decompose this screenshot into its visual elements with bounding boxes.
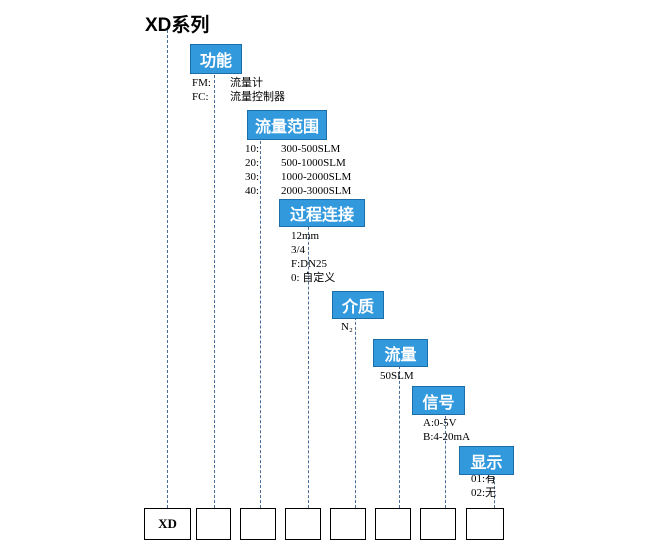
option-code: 10: [245,143,260,155]
option-code: 30: [245,171,260,183]
option-desc: 0: 自定义 [291,272,336,284]
option-row: 3/4 [291,243,335,257]
option-row: F:DN25 [291,257,335,271]
section-header-flow-range: 流量范围 [247,110,327,140]
option-code: 20: [245,157,260,169]
option-row: FC: 流量控制器 [192,90,285,104]
code-box [330,508,366,540]
option-desc: 300-500SLM [281,143,341,155]
section-options-display: 01:有 02:无 [471,472,496,500]
section-options-function: FM: 流量计 FC: 流量控制器 [192,76,285,104]
option-desc: A:0-5V [423,417,457,429]
option-row: 0: 自定义 [291,271,335,285]
option-code: 40: [245,185,260,197]
section-options-process-connection: 12mm 3/4 F:DN25 0: 自定义 [291,229,335,285]
section-header-function: 功能 [190,44,242,74]
option-row: 20: 500-1000SLM [245,156,351,170]
section-header-flow: 流量 [373,339,428,367]
option-row: 40: 2000-3000SLM [245,184,351,198]
option-desc: B:4-20mA [423,431,471,443]
code-box [196,508,231,540]
option-row: 02:无 [471,486,496,500]
connector-line-1 [167,30,168,508]
section-options-flow: 50SLM [380,369,414,383]
code-box [466,508,504,540]
code-box: XD [144,508,191,540]
section-options-signal: A:0-5V B:4-20mA [423,416,470,444]
connector-line-6 [399,366,400,508]
section-header-display: 显示 [459,446,514,475]
section-header-medium: 介质 [332,291,384,319]
code-box [420,508,456,540]
option-desc: 02:无 [471,487,497,499]
page-title: XD系列 [145,15,210,36]
code-box [375,508,411,540]
connector-line-2 [214,70,215,508]
option-row: A:0-5V [423,416,470,430]
connector-line-4 [308,222,309,508]
connector-line-8 [494,472,495,508]
connector-line-7 [445,416,446,508]
section-header-process-connection: 过程连接 [279,199,365,227]
connector-line-3 [260,136,261,508]
option-desc: 流量计 [230,77,263,89]
option-row: 50SLM [380,369,414,383]
option-code: FC: [192,91,209,103]
section-options-flow-range: 10: 300-500SLM 20: 500-1000SLM 30: 1000-… [245,142,351,198]
option-row: 10: 300-500SLM [245,142,351,156]
code-box [240,508,276,540]
option-desc: 12mm [291,230,320,242]
option-row: B:4-20mA [423,430,470,444]
option-desc: 500-1000SLM [281,157,346,169]
option-desc: F:DN25 [291,258,328,270]
code-box [285,508,321,540]
option-row: N₂ [341,320,353,334]
option-row: 30: 1000-2000SLM [245,170,351,184]
option-desc: 3/4 [291,244,306,256]
option-row: 12mm [291,229,335,243]
option-desc: 1000-2000SLM [281,171,352,183]
connector-line-5 [355,312,356,508]
option-code: FM: [192,77,211,89]
option-desc: 2000-3000SLM [281,185,352,197]
option-row: 01:有 [471,472,496,486]
option-desc: 01:有 [471,473,497,485]
section-options-medium: N₂ [341,320,353,334]
option-desc: N₂ [341,321,353,333]
option-desc: 50SLM [380,370,414,382]
option-row: FM: 流量计 [192,76,285,90]
section-header-signal: 信号 [412,386,465,415]
option-desc: 流量控制器 [230,91,285,103]
